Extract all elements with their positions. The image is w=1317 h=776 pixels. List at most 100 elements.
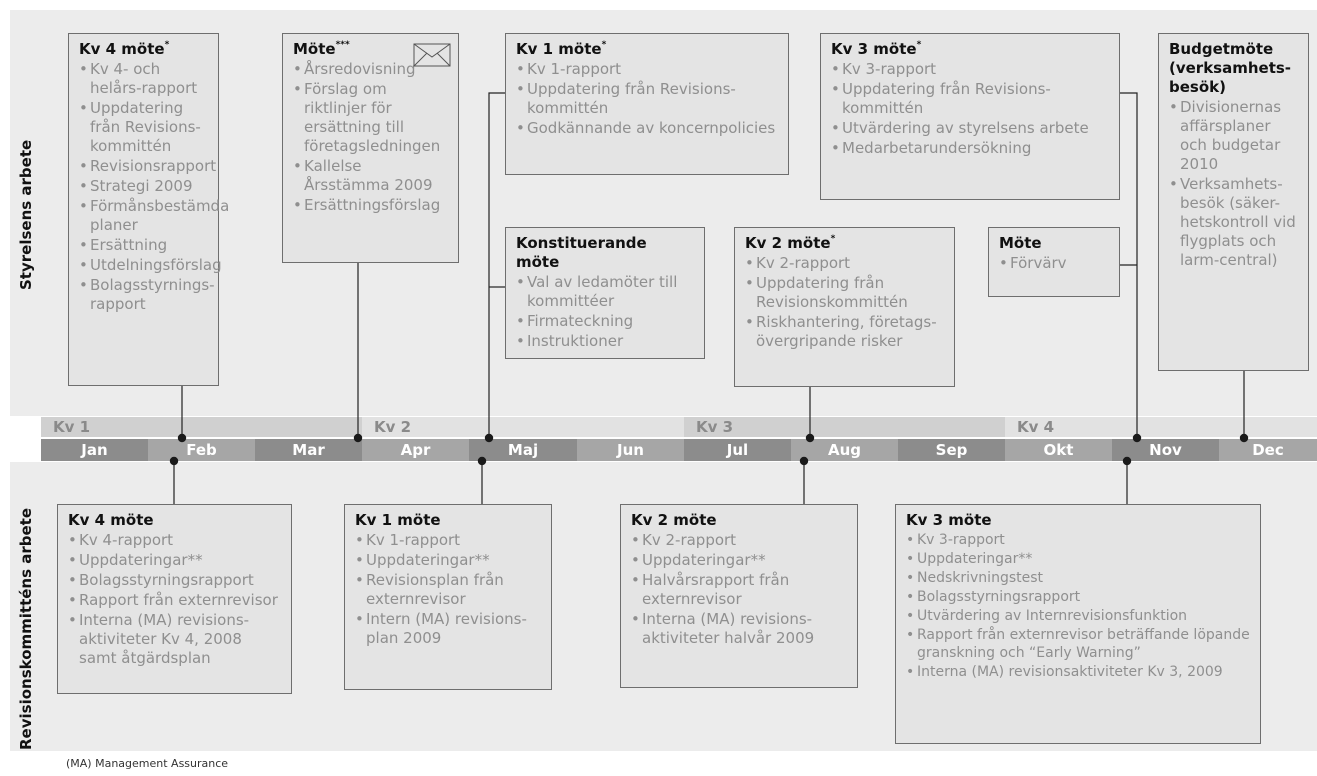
month-cell: Aug — [791, 439, 898, 461]
agenda-item: Instruktioner — [516, 332, 695, 351]
meeting-title: Budgetmöte (verksamhets-besök) — [1169, 40, 1292, 96]
agenda-item: Firmateckning — [516, 312, 695, 331]
event-dot — [177, 433, 187, 443]
event-dot — [1239, 433, 1249, 443]
agenda-item: Divisionernas affärsplaner och budgetar … — [1169, 98, 1299, 174]
agenda-item: Nedskrivningstest — [906, 569, 1251, 587]
agenda-item: Förmånsbestämda planer — [79, 197, 229, 235]
board-meeting-box: Konstituerande möte Val av ledamöter til… — [505, 227, 705, 359]
agenda-item: Rapport från externrevisor beträffande l… — [906, 626, 1251, 662]
committee-meeting-box: Kv 3 möte Kv 3-rapport Uppdateringar** N… — [895, 504, 1261, 744]
meeting-title: Konstituerande möte — [516, 234, 647, 271]
agenda-item: Halvårsrapport från externrevisor — [631, 571, 848, 609]
agenda-item: Uppdateringar** — [631, 551, 848, 570]
month-cell: Okt — [1005, 439, 1112, 461]
month-cell: Feb — [148, 439, 255, 461]
meeting-title: Kv 2 möte* — [745, 234, 836, 252]
agenda-item: Intern (MA) revisions-plan 2009 — [355, 610, 542, 648]
month-cell: Sep — [898, 439, 1005, 461]
month-cell: Jan — [41, 439, 148, 461]
agenda-item: Interna (MA) revisionsaktiviteter Kv 3, … — [906, 663, 1251, 681]
agenda-item: Uppdatering från Revisionskommittén — [745, 274, 945, 312]
agenda-item: Revisionsplan från externrevisor — [355, 571, 542, 609]
quarter-label: Kv 4 — [1005, 417, 1317, 437]
agenda-item: Utvärdering av Internrevisionsfunktion — [906, 607, 1251, 625]
agenda-item: Kv 2-rapport — [745, 254, 945, 273]
meeting-title: Kv 3 möte* — [831, 40, 922, 58]
month-cell: Mar — [255, 439, 362, 461]
event-dot — [477, 456, 487, 466]
committee-meeting-box: Kv 1 möte Kv 1-rapport Uppdateringar** R… — [344, 504, 552, 690]
board-meeting-box: Kv 2 möte* Kv 2-rapport Uppdatering från… — [734, 227, 955, 387]
board-meeting-box: Möte*** Årsredovisning Förslag om riktli… — [282, 33, 459, 263]
meeting-title: Kv 4 möte* — [79, 40, 170, 58]
quarter-label: Kv 3 — [684, 417, 1005, 437]
agenda-item: Uppdateringar** — [355, 551, 542, 570]
month-cell: Jun — [577, 439, 684, 461]
agenda-item: Bolagsstyrningsrapport — [906, 588, 1251, 606]
agenda-item: Interna (MA) revisions-aktiviteter halvå… — [631, 610, 848, 648]
agenda-item: Årsredovisning — [293, 60, 449, 79]
board-meeting-box: Budgetmöte (verksamhets-besök) Divisione… — [1158, 33, 1309, 371]
agenda-item: Kallelse Årsstämma 2009 — [293, 157, 449, 195]
board-meeting-box: Kv 1 möte* Kv 1-rapport Uppdatering från… — [505, 33, 789, 175]
agenda-item: Verksamhets-besök (säker-hetskontroll vi… — [1169, 175, 1299, 270]
agenda-item: Interna (MA) revisions-aktiviteter Kv 4,… — [68, 611, 282, 668]
event-dot — [1132, 433, 1142, 443]
agenda-item: Uppdatering från Revisions-kommittén — [79, 99, 209, 156]
agenda-item: Kv 4- och helårs-rapport — [79, 60, 209, 98]
footnote: (MA) Management Assurance — [66, 757, 229, 770]
agenda-item: Kv 3-rapport — [831, 60, 1110, 79]
month-cell: Dec — [1219, 439, 1317, 461]
meeting-title: Möte — [999, 234, 1042, 252]
quarter-label: Kv 1 — [41, 417, 362, 437]
agenda-item: Godkännande av koncernpolicies — [516, 119, 779, 138]
quarter-label: Kv 2 — [362, 417, 684, 437]
agenda-item: Kv 3-rapport — [906, 531, 1251, 549]
month-cell: Nov — [1112, 439, 1219, 461]
meeting-title: Kv 2 möte — [631, 511, 717, 529]
month-cell: Apr — [362, 439, 469, 461]
event-dot — [1122, 456, 1132, 466]
agenda-item: Strategi 2009 — [79, 177, 209, 196]
agenda-item: Rapport från externrevisor — [68, 591, 282, 610]
agenda-item: Kv 4-rapport — [68, 531, 282, 550]
agenda-item: Uppdatering från Revisions-kommittén — [831, 80, 1110, 118]
agenda-item: Förslag om riktlinjer för ersättning til… — [293, 80, 449, 156]
agenda-item: Utvärdering av styrelsens arbete — [831, 119, 1110, 138]
meeting-title: Kv 3 möte — [906, 511, 992, 529]
event-dot — [353, 433, 363, 443]
meeting-title: Möte*** — [293, 40, 350, 58]
meeting-title: Kv 1 möte* — [516, 40, 607, 58]
meeting-title: Kv 4 möte — [68, 511, 154, 529]
agenda-item: Val av ledamöter till kommittéer — [516, 273, 695, 311]
agenda-item: Uppdatering från Revisions-kommittén — [516, 80, 779, 118]
envelope-icon — [413, 43, 451, 67]
agenda-item: Uppdateringar** — [906, 550, 1251, 568]
committee-meeting-box: Kv 2 möte Kv 2-rapport Uppdateringar** H… — [620, 504, 858, 688]
meeting-title: Kv 1 möte — [355, 511, 441, 529]
agenda-item: Ersättningsförslag — [293, 196, 449, 215]
event-dot — [799, 456, 809, 466]
board-meeting-box: Kv 4 möte* Kv 4- och helårs-rapport Uppd… — [68, 33, 229, 386]
agenda-item: Medarbetarundersökning — [831, 139, 1110, 158]
event-dot — [484, 433, 494, 443]
agenda-item: Utdelningsförslag — [79, 256, 222, 275]
board-meeting-box: Kv 3 möte* Kv 3-rapport Uppdatering från… — [820, 33, 1120, 200]
agenda-item: Uppdateringar** — [68, 551, 282, 570]
agenda-item: Bolagsstyrnings-rapport — [79, 276, 215, 314]
month-cell: Maj — [469, 439, 577, 461]
agenda-item: Revisionsrapport — [79, 157, 216, 176]
agenda-item: Kv 1-rapport — [516, 60, 779, 79]
agenda-item: Ersättning — [79, 236, 209, 255]
agenda-item: Kv 1-rapport — [355, 531, 542, 550]
month-cell: Jul — [684, 439, 791, 461]
agenda-item: Kv 2-rapport — [631, 531, 848, 550]
agenda-item: Riskhantering, företags-övergripande ris… — [745, 313, 945, 351]
board-meeting-box: Möte Förvärv — [988, 227, 1120, 297]
agenda-item: Bolagsstyrningsrapport — [68, 571, 282, 590]
agenda-item: Förvärv — [999, 254, 1110, 273]
committee-meeting-box: Kv 4 möte Kv 4-rapport Uppdateringar** B… — [57, 504, 292, 694]
event-dot — [805, 433, 815, 443]
event-dot — [169, 456, 179, 466]
